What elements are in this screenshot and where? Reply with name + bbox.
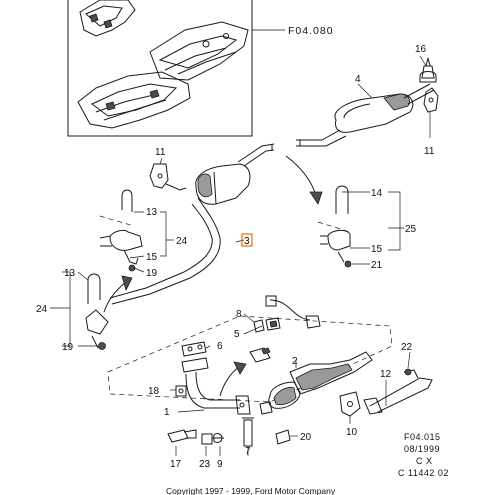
direction-arrow-right [285,155,323,205]
callout-15-right: 15 [371,244,383,255]
clamp-16 [419,57,437,83]
footer-code: C X [416,456,433,466]
footer-date: 08/1999 [404,444,440,454]
front-pipe [181,341,251,415]
callout-22: 22 [401,342,413,353]
callout-3: 3 [244,236,250,247]
rear-muffler-assembly [296,57,439,147]
callout-13-upper: 13 [146,207,158,218]
footer-ref: F04.015 [404,432,441,442]
footer-id: C 11442 02 [398,468,449,478]
clamp-detail-upper-left [99,189,143,272]
callout-5: 5 [234,329,240,340]
nut-20 [275,429,291,445]
callout-9: 9 [217,459,223,470]
callout-10: 10 [346,427,358,438]
callout-6: 6 [217,341,223,352]
callout-17: 17 [170,459,182,470]
callout-13-lower: 13 [64,268,76,279]
upper-heat-shield [79,0,136,37]
callout-4: 4 [355,74,361,85]
callout-16: 16 [415,44,427,55]
middle-heat-shield [149,21,249,81]
tail-pipe [363,368,433,415]
bolt-7 [242,417,254,447]
callout-23: 23 [199,459,211,470]
bracket-18 [175,385,187,397]
callout-25: 25 [405,224,417,235]
stud-17 [167,429,197,443]
copyright-text: Copyright 1997 - 1999, Ford Motor Compan… [166,486,336,495]
callout-19-lower: 19 [62,342,74,353]
callout-21: 21 [371,260,383,271]
clamp-detail-lower-left [85,273,133,350]
callout-24-lower: 24 [36,304,48,315]
callout-20: 20 [300,432,312,443]
leader-lines [50,55,431,456]
callout-7: 7 [245,446,251,457]
callout-19-upper: 19 [146,268,158,279]
callout-11-right: 11 [424,146,435,157]
callout-1: 1 [164,407,170,418]
center-muffler-pipe [109,143,275,305]
lower-heat-shield [77,71,191,129]
callout-8: 8 [236,309,242,320]
spring-9 [212,433,224,443]
callout-14: 14 [371,188,383,199]
inset-ref-label: F04.080 [288,25,334,37]
callout-18: 18 [148,386,160,397]
callout-24-upper: 24 [176,236,188,247]
callout-labels: 4 16 11 11 3 13 24 15 19 13 24 19 14 25 … [36,44,435,470]
callout-12: 12 [380,369,392,380]
clamp-detail-right [317,185,352,268]
catalytic-converter [249,347,373,415]
figure-footer: F04.015 08/1999 C X C 11442 02 Copyright… [166,432,449,495]
oxygen-sensor [253,295,321,333]
callout-11-left: 11 [155,147,166,158]
callout-3-highlight [241,233,253,247]
hanger-10 [339,391,361,417]
washer-23 [201,433,213,445]
callout-2: 2 [292,356,298,367]
callout-15-left: 15 [146,252,158,263]
heat-shield-inset: F04.080 [67,0,334,137]
